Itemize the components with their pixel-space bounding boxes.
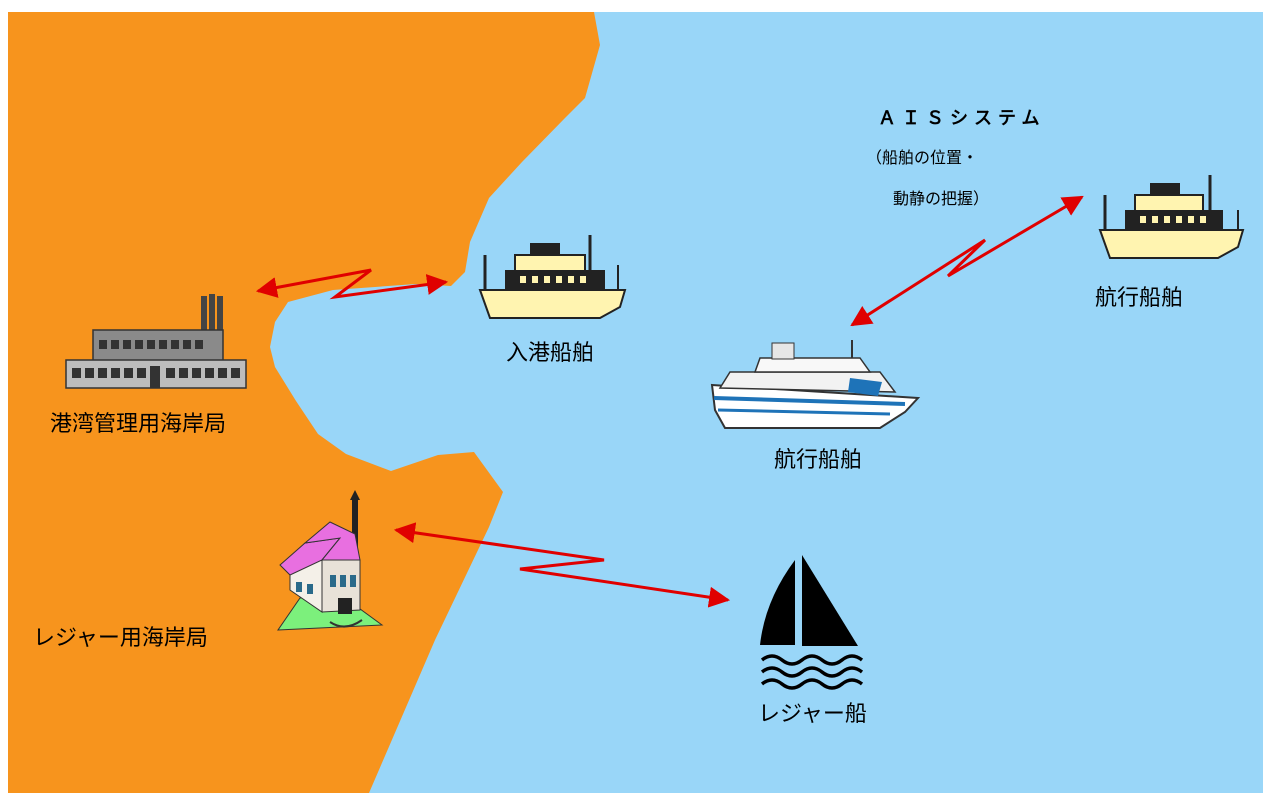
cruise-ship-icon	[1098, 175, 1245, 259]
ais-title: ＡＩＳシステム	[878, 108, 1046, 129]
sailing-ship-center-label: 航行船舶	[774, 448, 863, 473]
entering-ship-label: 入港船舶	[506, 341, 595, 366]
link-harbor-to-entering-ship	[255, 268, 449, 300]
house-icon	[277, 490, 384, 631]
factory-icon	[65, 294, 247, 389]
leisure-boat-label: レジャー船	[758, 702, 867, 727]
sailboat-icon	[760, 555, 864, 690]
harbor-station-label: 港湾管理用海岸局	[50, 412, 227, 437]
ais-desc-line1: （船舶の位置・	[866, 148, 979, 167]
sailing-ship-right-label: 航行船舶	[1095, 286, 1184, 311]
link-leisure-station-to-boat	[393, 522, 731, 608]
ais-desc-line2: 動静の把握）	[893, 189, 990, 208]
ferry-icon	[710, 340, 921, 429]
cruise-ship-icon	[478, 235, 627, 319]
leisure-station-label: レジャー用海岸局	[33, 626, 208, 651]
link-ais-ships	[850, 195, 1084, 327]
